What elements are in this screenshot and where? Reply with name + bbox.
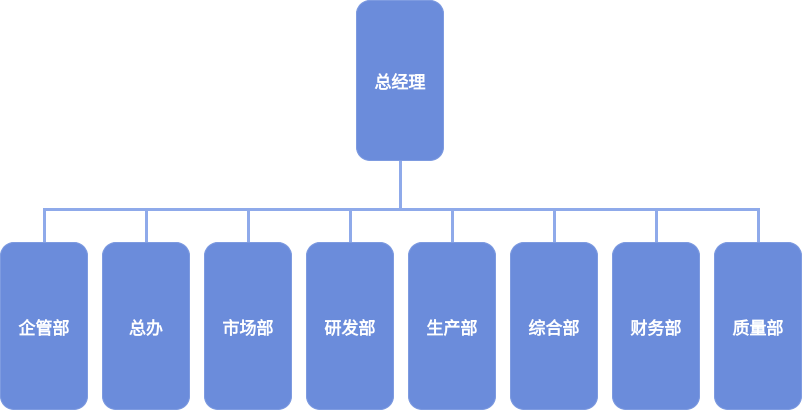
child-node: 总办 (102, 242, 190, 410)
root-connector (399, 161, 402, 211)
child-connector (43, 208, 46, 242)
child-connector (349, 208, 352, 242)
horizontal-connector (43, 208, 760, 211)
child-connector (655, 208, 658, 242)
child-node: 市场部 (204, 242, 292, 410)
node-label: 研发部 (324, 318, 376, 339)
child-connector (247, 208, 250, 242)
node-label: 企管部 (18, 318, 70, 339)
node-label: 财务部 (630, 318, 682, 339)
node-label: 市场部 (222, 318, 274, 339)
child-connector (145, 208, 148, 242)
child-node: 企管部 (0, 242, 88, 410)
node-label: 总办 (129, 318, 163, 339)
child-node: 财务部 (612, 242, 700, 410)
child-connector (553, 208, 556, 242)
node-label: 总经理 (374, 73, 426, 93)
child-node: 研发部 (306, 242, 394, 410)
node-label: 综合部 (528, 318, 580, 339)
child-node: 综合部 (510, 242, 598, 410)
child-node: 质量部 (714, 242, 802, 410)
child-connector (451, 208, 454, 242)
child-connector (757, 208, 760, 242)
node-label: 生产部 (426, 318, 478, 339)
node-label: 质量部 (732, 318, 784, 339)
child-node: 生产部 (408, 242, 496, 410)
root-node: 总经理 (356, 0, 444, 161)
